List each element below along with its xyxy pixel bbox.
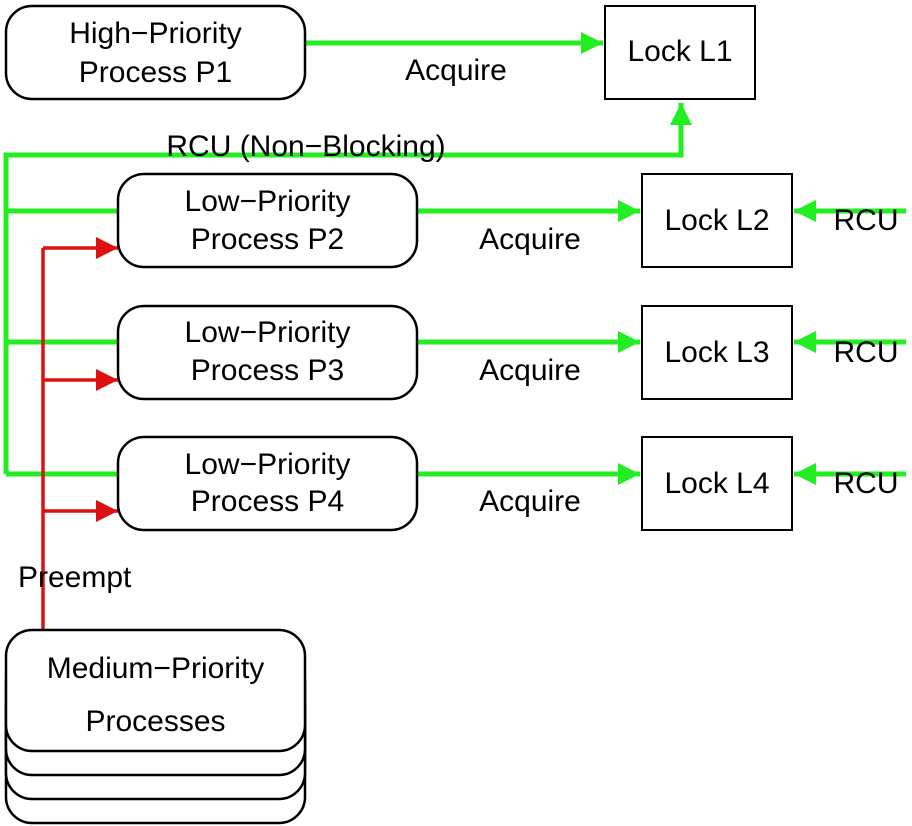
acquire-label-l4: Acquire: [479, 485, 581, 518]
rcu-nonblocking-line: [3, 103, 692, 474]
lock-l4-label: Lock L4: [664, 467, 769, 500]
preempt-label: Preempt: [18, 561, 132, 594]
lock-l2: Lock L2: [641, 173, 793, 268]
rcu-non-blocking-label: RCU (Non−Blocking): [166, 130, 445, 163]
acquire-label-l3: Acquire: [479, 354, 581, 387]
acquire-label-l2: Acquire: [479, 223, 581, 256]
acquire-label-l1: Acquire: [405, 54, 507, 87]
lock-l3-label: Lock L3: [664, 336, 769, 369]
low-priority-process-p2: Low−Priority Process P2: [116, 172, 419, 269]
medium-priority-processes-stack: Medium−Priority Processes: [4, 628, 307, 825]
lock-l3: Lock L3: [641, 305, 793, 400]
medium-label-line2: Processes: [85, 705, 225, 738]
p1-label-line1: High−Priority: [69, 17, 242, 50]
p4-label-line2: Process P4: [191, 485, 344, 518]
medium-label-line1: Medium−Priority: [47, 652, 265, 685]
rcu-label-l3: RCU: [834, 336, 899, 369]
lock-l1-label: Lock L1: [627, 35, 732, 68]
p4-label-line1: Low−Priority: [185, 448, 351, 481]
p3-label-line1: Low−Priority: [185, 316, 351, 349]
low-priority-process-p3: Low−Priority Process P3: [116, 304, 419, 401]
lock-l2-label: Lock L2: [664, 204, 769, 237]
p3-label-line2: Process P3: [191, 354, 344, 387]
rcu-label-l2: RCU: [834, 204, 899, 237]
p1-label-line2: Process P1: [79, 56, 232, 89]
rcu-label-l4: RCU: [834, 467, 899, 500]
high-priority-process-p1: High−Priority Process P1: [4, 4, 307, 101]
low-priority-process-p4: Low−Priority Process P4: [116, 435, 419, 532]
lock-l1: Lock L1: [604, 5, 756, 100]
lock-l4: Lock L4: [641, 436, 793, 531]
p2-label-line1: Low−Priority: [185, 185, 351, 218]
p2-label-line2: Process P2: [191, 223, 344, 256]
